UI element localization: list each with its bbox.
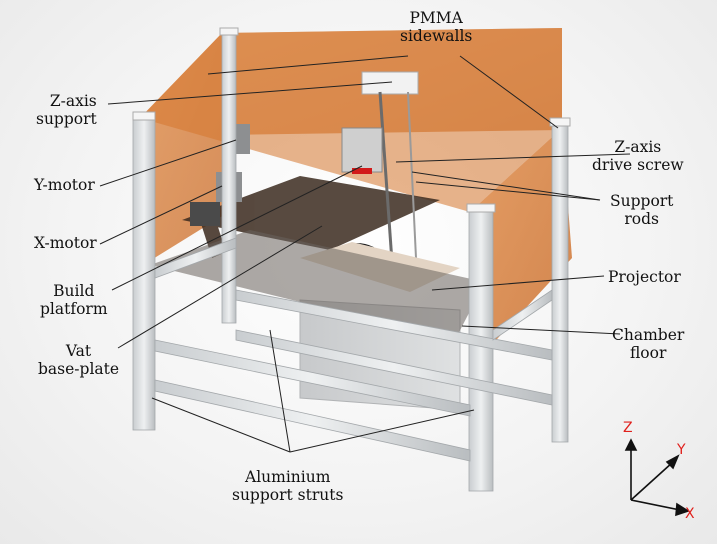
label-z-axis-support: Z-axis support bbox=[36, 92, 97, 128]
label-line: Chamber bbox=[612, 326, 685, 344]
label-line: Aluminium bbox=[245, 468, 331, 486]
label-line: base-plate bbox=[38, 360, 120, 378]
label-support-rods: Support rods bbox=[610, 192, 673, 228]
cap-back-left bbox=[219, 27, 239, 36]
label-line: Support bbox=[610, 192, 674, 210]
axis-label-z: Z bbox=[623, 420, 633, 436]
cap-front-right bbox=[466, 203, 496, 213]
top-panel bbox=[140, 28, 562, 212]
label-line: support bbox=[36, 110, 97, 128]
label-line: sidewalls bbox=[400, 27, 473, 45]
axis-label-x: X bbox=[685, 506, 695, 522]
label-z-axis-drive-screw: Z-axis drive screw bbox=[592, 138, 684, 174]
label-pmma-sidewalls: PMMA sidewalls bbox=[400, 9, 472, 45]
label-line: platform bbox=[40, 300, 108, 318]
label-line: X-motor bbox=[34, 234, 97, 252]
label-x-motor: X-motor bbox=[34, 234, 97, 252]
label-line: Z-axis bbox=[614, 138, 662, 156]
label-chamber-floor: Chamber floor bbox=[612, 326, 684, 362]
label-y-motor: Y-motor bbox=[34, 176, 95, 194]
leader-lines bbox=[99, 55, 631, 453]
label-line: Build bbox=[53, 282, 95, 300]
label-line: Z-axis bbox=[49, 92, 97, 110]
z-carriage bbox=[341, 127, 383, 173]
label-line: Vat bbox=[65, 342, 92, 360]
axis-label-y: Y bbox=[677, 442, 686, 458]
label-line: support struts bbox=[232, 486, 344, 504]
label-line: Y-motor bbox=[34, 176, 95, 194]
axis-triad bbox=[624, 438, 690, 517]
label-line: floor bbox=[629, 344, 667, 362]
label-projector: Projector bbox=[608, 268, 681, 286]
label-line: rods bbox=[624, 210, 660, 228]
build-plate-mark bbox=[352, 168, 372, 174]
support-rod-shaft bbox=[407, 91, 417, 259]
label-line: drive screw bbox=[592, 156, 684, 174]
x-motor-housing bbox=[190, 202, 220, 226]
aluminium-frame bbox=[132, 32, 569, 492]
label-line: Projector bbox=[608, 268, 681, 286]
z-top-block bbox=[361, 71, 419, 95]
right-sidewall bbox=[470, 128, 572, 352]
cap-front-left bbox=[132, 111, 156, 121]
label-line: PMMA bbox=[409, 9, 463, 27]
label-aluminium-struts: Aluminium support struts bbox=[232, 468, 343, 504]
label-build-platform: Build platform bbox=[40, 282, 108, 318]
label-vat-base-plate: Vat base-plate bbox=[38, 342, 119, 378]
z-screw-shaft bbox=[378, 91, 394, 263]
